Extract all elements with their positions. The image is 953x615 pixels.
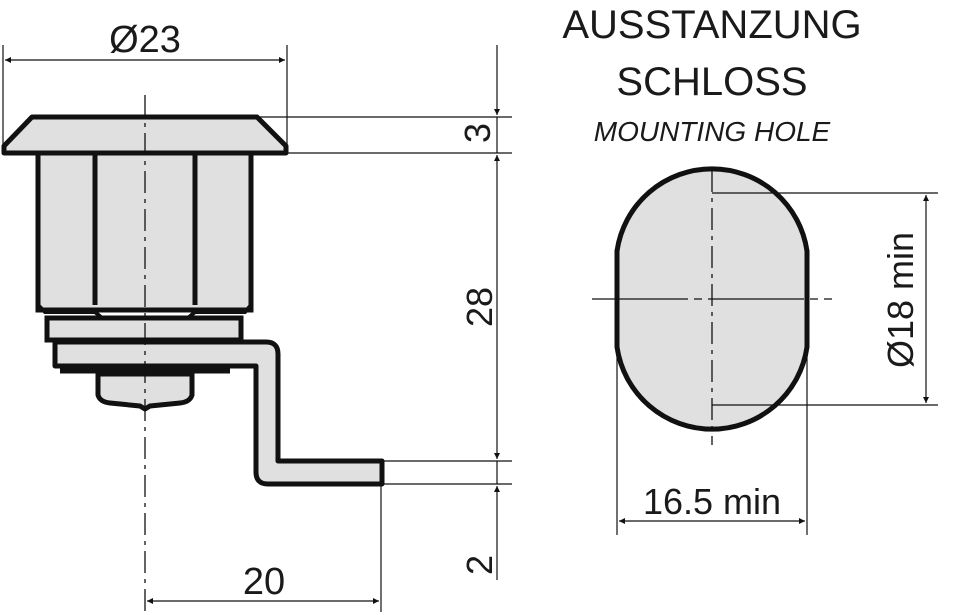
title-line-1: AUSSTANZUNG: [562, 3, 861, 47]
dimension-vertical-stack: 3 28 2: [457, 45, 500, 580]
lock-side-view: [1, 95, 385, 612]
dim-label-body: 28: [459, 287, 500, 327]
title-line-3: MOUNTING HOLE: [594, 116, 831, 147]
dim-label-diameter: Ø23: [109, 19, 181, 61]
extension-lines: [259, 116, 512, 485]
dimension-cam-offset: 20: [147, 486, 382, 612]
dimension-hole-width: 16.5 min: [616, 350, 808, 535]
dim-label-hole-width: 16.5 min: [643, 481, 781, 522]
title-line-2: SCHLOSS: [616, 60, 807, 104]
dim-label-offset: 20: [243, 561, 285, 603]
title-block: AUSSTANZUNG SCHLOSS MOUNTING HOLE: [562, 3, 861, 147]
dim-label-flange: 3: [457, 123, 498, 143]
dimension-diameter-23: Ø23: [2, 19, 288, 150]
mounting-hole-view: [592, 166, 832, 445]
dim-label-cam: 2: [459, 555, 500, 575]
dimension-hole-diameter: Ø18 min: [712, 192, 938, 406]
dim-label-hole-diameter: Ø18 min: [880, 232, 921, 368]
